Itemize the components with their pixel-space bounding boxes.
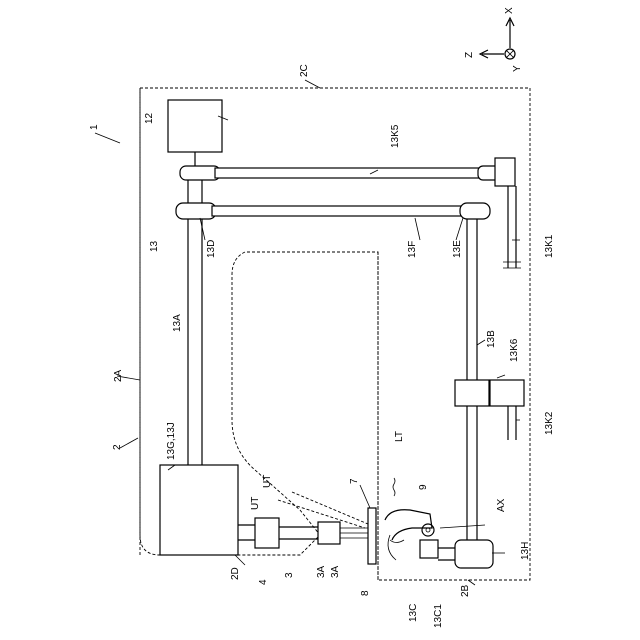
axis-x-label: X [504, 7, 515, 14]
label-2D: 2D [230, 567, 241, 580]
label-7: 7 [349, 478, 360, 484]
belt-13K5 [215, 168, 485, 178]
label-13K5: 13K5 [390, 124, 401, 148]
label-13K2: 13K2 [544, 411, 555, 435]
label-13A: 13A [172, 314, 183, 332]
axis-y-label: Y [512, 65, 523, 72]
label-13: 13 [149, 240, 160, 252]
label-3: 3 [284, 572, 295, 578]
label-2B: 2B [460, 584, 471, 597]
label-13K6: 13K6 [509, 338, 520, 362]
joint-13C [422, 524, 434, 536]
label-AX: AX [496, 498, 507, 512]
label-UT-2: UT [262, 475, 273, 488]
label-13F: 13F [407, 241, 418, 258]
motor-box-12 [168, 100, 222, 152]
label-13E: 13E [452, 240, 463, 258]
plate-8 [368, 508, 376, 564]
label-UT-1: UT [250, 497, 261, 510]
label-13C: 13C [408, 604, 419, 622]
belt-13F [212, 206, 468, 216]
label-9: 9 [418, 484, 429, 490]
label-8: 8 [360, 590, 371, 596]
axis-z-label: Z [464, 52, 475, 58]
pulley-13H [455, 540, 493, 568]
pulley-13D [176, 203, 216, 219]
label-4: 4 [258, 579, 269, 585]
label-13K1: 13K1 [544, 234, 555, 258]
block-13K1-top [495, 158, 515, 186]
label-13C1: 13C1 [433, 604, 444, 628]
pulley-13E [460, 203, 490, 219]
label-2: 2 [112, 444, 123, 450]
component-4 [255, 518, 279, 548]
label-13B: 13B [486, 330, 497, 348]
block-13K6 [455, 380, 489, 406]
label-13G-13J: 13G,13J [166, 422, 177, 460]
label-2A: 2A [113, 369, 124, 382]
label-12: 12 [144, 112, 155, 124]
label-2C: 2C [299, 64, 310, 77]
label-3A-1: 3A [316, 565, 327, 578]
component-3 [318, 522, 340, 544]
block-13K2 [490, 380, 524, 406]
pulley-top-left [180, 166, 220, 180]
label-13H: 13H [520, 542, 531, 560]
box-13G-13J [160, 465, 238, 555]
label-13D: 13D [206, 240, 217, 258]
label-LT: LT [394, 431, 405, 442]
label-3A-2: 3A [330, 565, 341, 578]
base-13C1 [420, 540, 438, 558]
label-1: 1 [89, 124, 100, 130]
